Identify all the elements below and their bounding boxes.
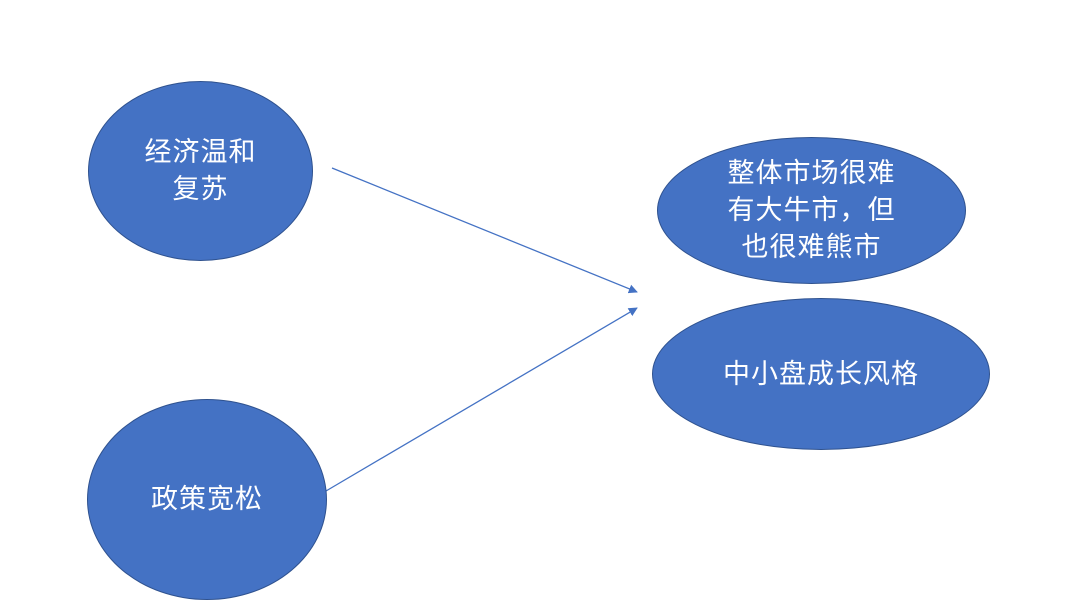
node-smallcap-growth-style-label: 中小盘成长风格	[723, 358, 919, 390]
node-economic-recovery-label: 经济温和 复苏	[144, 137, 257, 205]
node-policy-easing: 政策宽松	[87, 399, 327, 600]
node-economic-recovery: 经济温和 复苏	[88, 81, 313, 261]
node-market-outlook-label: 整体市场很难 有大牛市，但 也很难熊市	[727, 158, 896, 263]
arrow-econ-to-outcome	[331, 167, 638, 294]
node-market-outlook: 整体市场很难 有大牛市，但 也很难熊市	[657, 137, 966, 284]
node-policy-easing-label: 政策宽松	[151, 484, 263, 515]
arrow-policy-to-outcome	[325, 307, 638, 492]
node-smallcap-growth-style: 中小盘成长风格	[652, 298, 990, 450]
